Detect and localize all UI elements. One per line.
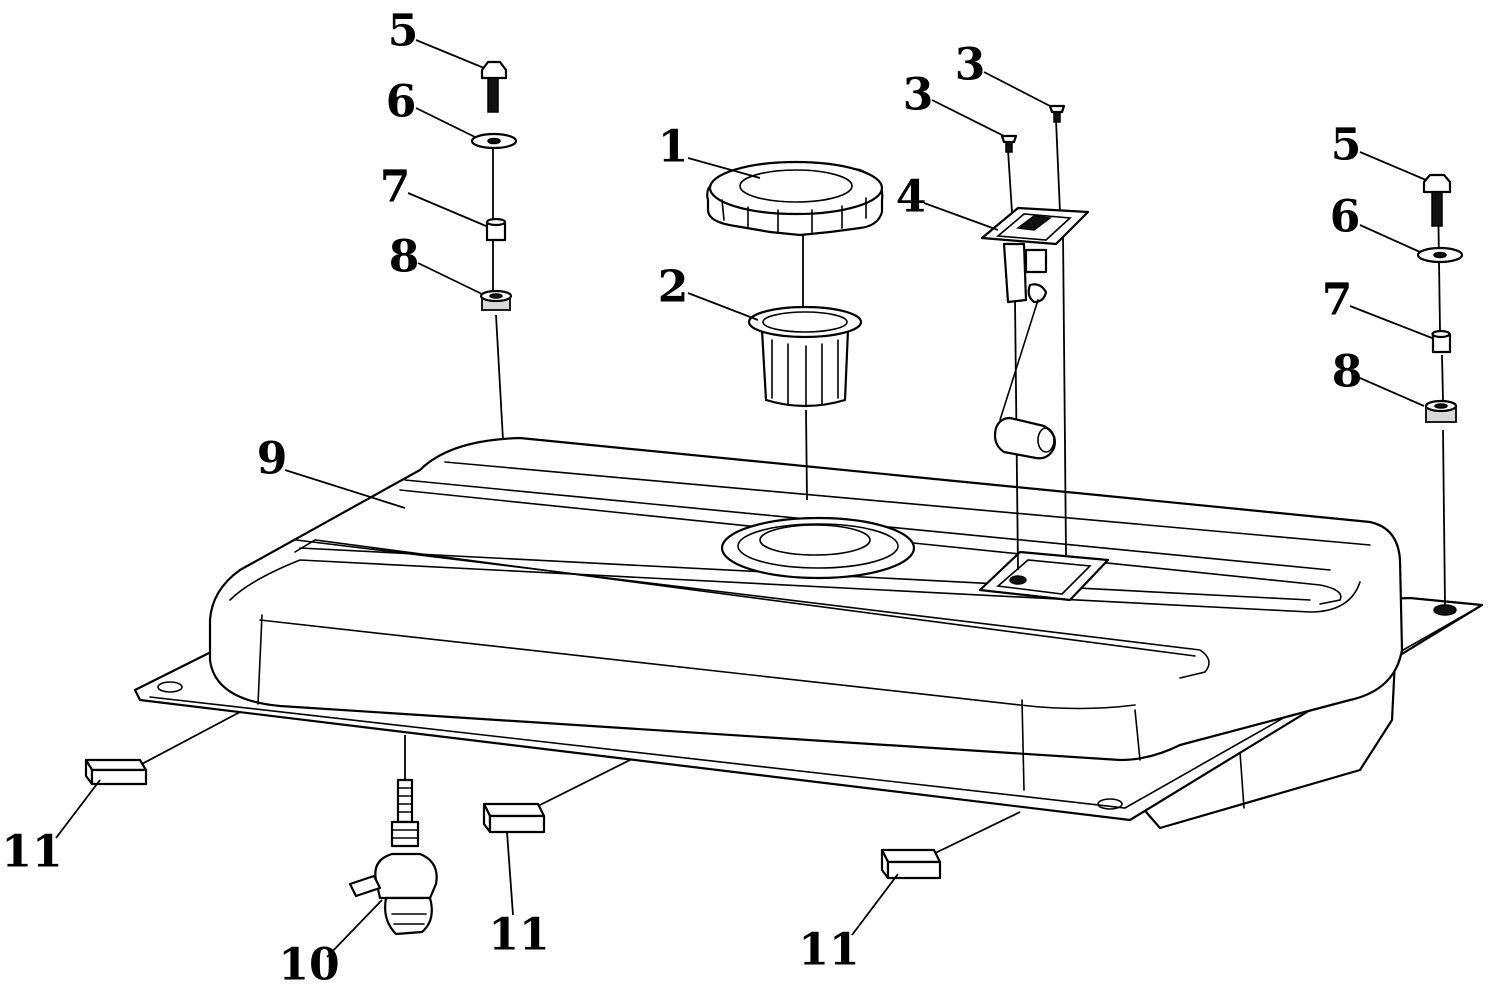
callout-7-left: 7 (380, 162, 411, 213)
callout-3-right: 3 (955, 40, 986, 91)
callout-leader-lines (55, 39, 1433, 958)
callout-1: 1 (658, 122, 689, 173)
callout-5-left: 5 (388, 6, 419, 57)
fuel-cock-valve (348, 778, 438, 936)
flat-washer-right (1416, 246, 1464, 264)
sender-screw-b (1048, 104, 1066, 123)
callout-9: 9 (257, 434, 288, 485)
callout-6-right: 6 (1330, 192, 1361, 243)
flat-washer-left (470, 132, 518, 150)
callout-5-right: 5 (1331, 120, 1362, 171)
callout-8-left: 8 (389, 232, 420, 283)
callout-11-middle: 11 (488, 910, 549, 961)
callout-3-left: 3 (903, 70, 934, 121)
rubber-grommet-right (1424, 399, 1458, 423)
callout-labels: 1 2 3 3 4 5 6 7 8 5 6 7 8 9 10 11 11 11 (1, 6, 1362, 991)
fuel-level-sender (980, 206, 1090, 460)
spacer-collar-right (1431, 329, 1452, 354)
mount-bolt-left (480, 60, 508, 113)
callout-11-right: 11 (798, 925, 859, 976)
callout-11-left: 11 (1, 827, 62, 878)
callout-6-left: 6 (386, 77, 417, 128)
fuel-strainer (747, 305, 863, 408)
callout-2: 2 (658, 262, 689, 313)
callout-10: 10 (278, 940, 339, 991)
rubber-grommet-left (479, 289, 513, 311)
mount-bolt-right (1422, 173, 1452, 227)
callout-8-right: 8 (1332, 347, 1363, 398)
callout-7-right: 7 (1322, 275, 1353, 326)
callout-4: 4 (896, 172, 927, 223)
fuel-tank (133, 436, 1484, 830)
rubber-pad-b (482, 802, 546, 834)
sender-screw-a (1000, 134, 1018, 153)
spacer-collar-left (485, 217, 507, 242)
rubber-pad-c (880, 848, 942, 880)
fuel-cap (706, 160, 884, 237)
rubber-pad-a (84, 758, 148, 786)
